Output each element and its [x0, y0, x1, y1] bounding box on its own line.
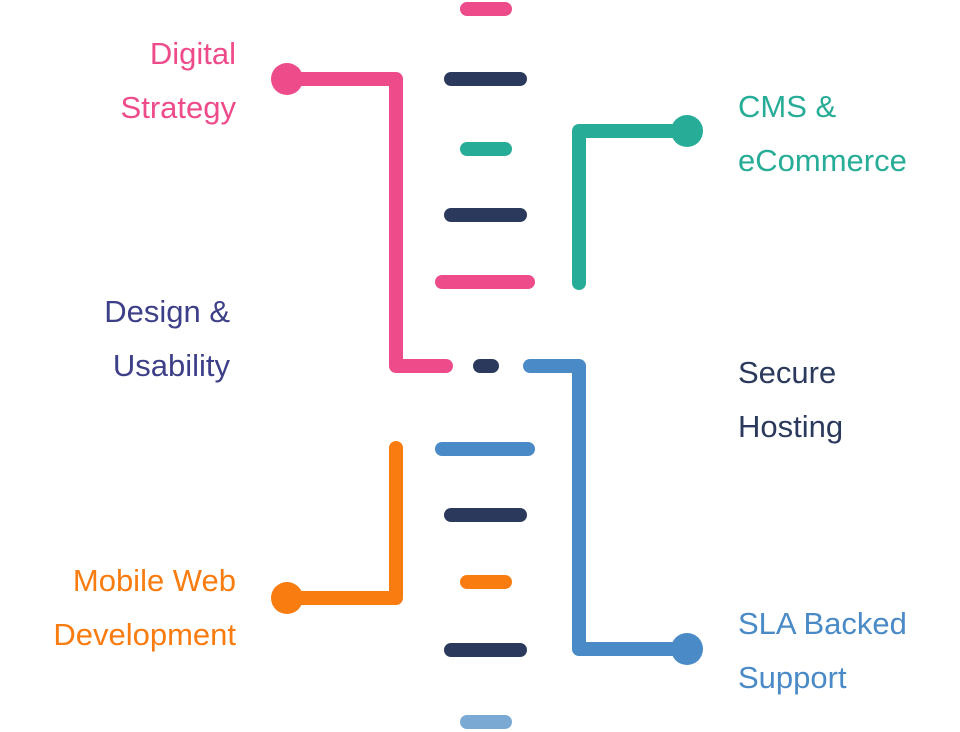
label-line: Digital — [149, 36, 236, 71]
label-line: Design & — [104, 294, 230, 329]
label-sla-support: SLA Backed Support — [738, 597, 907, 705]
node-dot — [271, 63, 303, 95]
label-line: SLA Backed — [738, 606, 907, 641]
label-design-usability: Design & Usability — [104, 285, 230, 393]
label-line: Development — [53, 617, 236, 652]
label-line: CMS & — [738, 89, 837, 124]
label-line: Secure — [738, 355, 837, 390]
node-dot — [671, 115, 703, 147]
label-line: Hosting — [738, 409, 844, 444]
label-line: Strategy — [120, 90, 236, 125]
center-dash-column — [435, 2, 535, 729]
connector-sla — [523, 359, 703, 665]
label-line: Mobile Web — [72, 563, 236, 598]
label-line: Usability — [112, 348, 230, 383]
connector-digital-strategy — [271, 63, 453, 373]
label-mobile-web: Mobile Web Development — [53, 554, 236, 662]
node-dot — [671, 633, 703, 665]
node-dot — [271, 582, 303, 614]
connector-mobile — [271, 441, 403, 614]
label-line: eCommerce — [738, 143, 907, 178]
label-digital-strategy: Digital Strategy — [121, 27, 236, 135]
label-cms: CMS & eCommerce — [738, 80, 907, 188]
connector-cms — [572, 115, 703, 290]
label-secure-hosting: Secure Hosting — [738, 346, 843, 454]
label-line: Support — [738, 660, 847, 695]
